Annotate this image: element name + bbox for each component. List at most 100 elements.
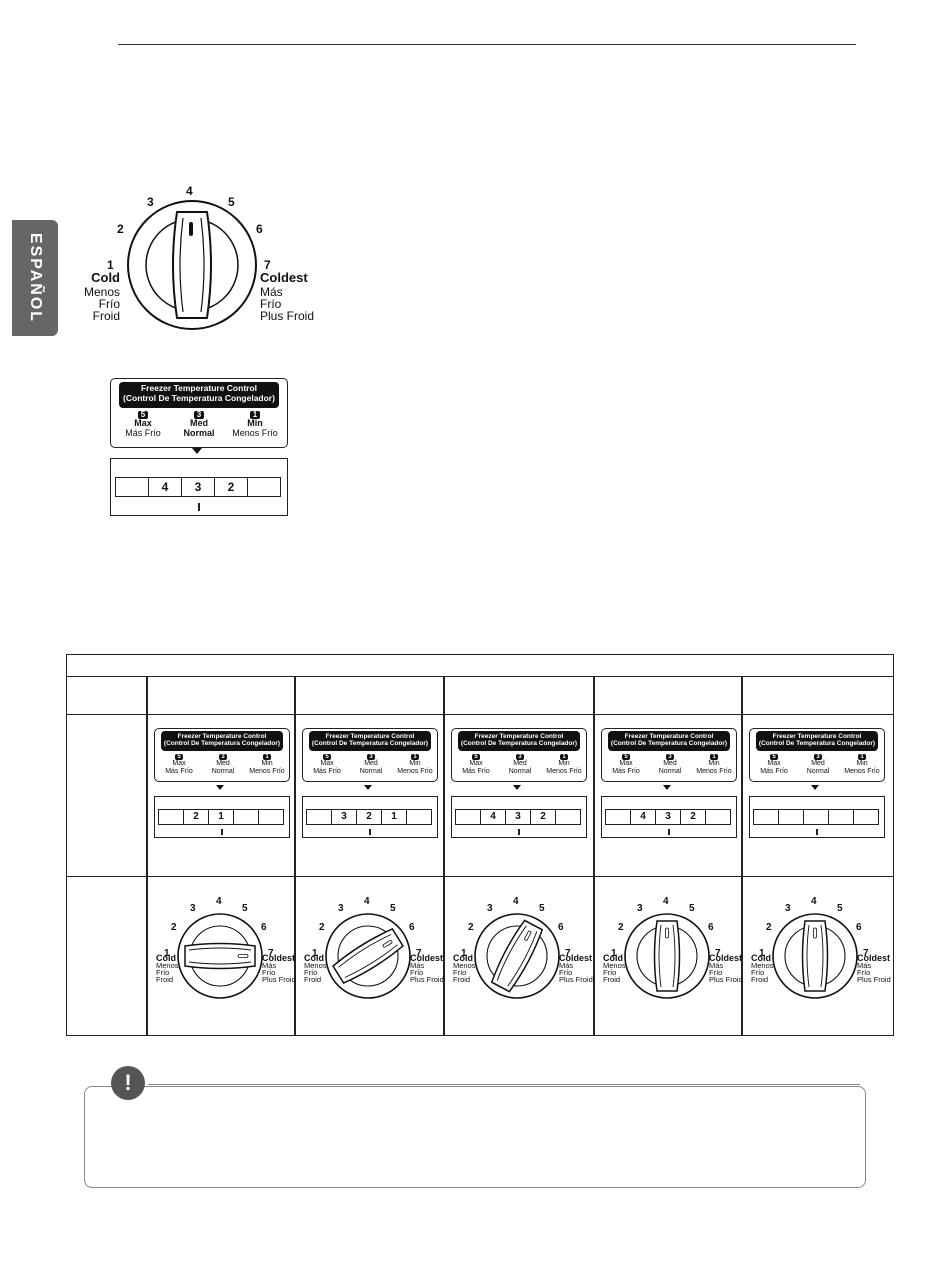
mini-strip-cell: 4 [630, 810, 655, 824]
mini-strip-cell: 3 [655, 810, 680, 824]
panel-header-subtitle: (Control De Temperatura Congelador) [123, 392, 275, 403]
mini-level-label: Max [469, 760, 483, 768]
level-min[interactable]: 1 Min Menos Frío [225, 410, 285, 438]
mini-dial-icon[interactable] [622, 908, 712, 1004]
level-med-label: Med [190, 418, 208, 429]
level-min-label: Min [247, 418, 263, 429]
mini-strip-cell [258, 810, 283, 824]
mini-level-code: 3 [367, 754, 375, 761]
table-row-rule-2 [66, 876, 894, 877]
table-col-rule [146, 676, 148, 1036]
mini-level-code: 1 [263, 754, 271, 761]
mini-control-panel: Freezer Temperature Control(Control De T… [451, 728, 587, 782]
mini-dial-cold-label: Cold [603, 953, 623, 963]
mini-panel-header: Freezer Temperature Control(Control De T… [161, 731, 283, 751]
mini-dial-number-4: 4 [811, 896, 817, 907]
mini-dial-cold-label: Cold [751, 953, 771, 963]
mini-dial-icon[interactable] [175, 908, 265, 1004]
mini-dial-number-7: 7 [863, 948, 869, 959]
mini-dial-coldest-sub: Frío [857, 968, 871, 977]
mini-dial-cold-sub: Froid [453, 975, 471, 984]
mini-level-code: 3 [814, 754, 822, 761]
mini-level-sub: Menos Frío [249, 767, 285, 775]
mini-level-sub: Más Frío [462, 767, 490, 775]
mini-control-panel: Freezer Temperature Control(Control De T… [154, 728, 290, 782]
mini-dial-number-4: 4 [364, 896, 370, 907]
mini-dial-number-7: 7 [416, 948, 422, 959]
mini-strip-cell [233, 810, 258, 824]
mini-strip-tick [369, 829, 371, 835]
mini-dial-number-3: 3 [487, 902, 493, 914]
mini-dial-icon[interactable] [472, 908, 562, 1004]
mini-dial-cold-sub: Froid [304, 975, 322, 984]
mini-indicator-arrow-icon [216, 785, 224, 790]
strip-tick [198, 503, 200, 511]
main-dial-icon[interactable] [124, 190, 260, 340]
mini-strip-cell [754, 810, 778, 824]
mini-dial-coldest-sub: Frío [559, 968, 573, 977]
freezer-control-panel: Freezer Temperature Control (Control De … [110, 378, 288, 448]
table-header-rule [66, 676, 894, 677]
table-col-rule [741, 676, 743, 1036]
mini-level-code: 3 [666, 754, 674, 761]
mini-dial-icon[interactable] [770, 908, 860, 1004]
mini-strip-cell [803, 810, 828, 824]
mini-dial-number-4: 4 [216, 896, 222, 907]
dial-coldest-sub-3: Plus Froid [260, 309, 315, 323]
strip-cell [247, 478, 280, 496]
mini-level-sub: Normal [508, 767, 532, 775]
mini-dial-coldest-label: Coldest [709, 953, 743, 963]
mini-level-code: 5 [323, 754, 331, 761]
mini-level-sub: Normal [806, 767, 830, 775]
mini-dial-cold-sub: Menos [304, 961, 327, 970]
mini-dial-cold-sub: Menos [156, 961, 179, 970]
dial-cold-sub-1: Menos [83, 285, 120, 299]
level-max-label: Max [134, 418, 152, 429]
mini-strip-cell: 3 [331, 810, 356, 824]
mini-dial-cold-sub: Froid [603, 975, 621, 984]
mini-strip-cell [456, 810, 480, 824]
mini-dial-icon[interactable] [323, 908, 413, 1004]
mini-dial-coldest-label: Coldest [559, 953, 593, 963]
mini-strip-tick [816, 829, 818, 835]
mini-dial-number-2: 2 [765, 922, 772, 933]
level-med[interactable]: 3 Med Normal [169, 410, 229, 438]
dial-number-5: 5 [228, 195, 235, 209]
mini-dial-cold-label: Cold [156, 953, 176, 963]
mini-strip-cell [606, 810, 630, 824]
level-min-code: 1 [249, 410, 261, 420]
temperature-strip: 4 3 2 [110, 458, 288, 516]
level-max[interactable]: 5 Max Más Frío [113, 410, 173, 438]
mini-dial-number-5: 5 [837, 902, 843, 914]
table-col-rule [443, 676, 445, 1036]
note-icon: ! [111, 1066, 145, 1100]
mini-temperature-strip [749, 796, 885, 838]
mini-level-sub: Menos Frío [546, 767, 582, 775]
mini-dial-number-5: 5 [689, 902, 695, 914]
mini-panel-subtitle: (Control De Temperatura Congelador) [163, 740, 281, 748]
table-row-rule-1 [66, 714, 894, 715]
mini-panel-title: Freezer Temperature Control [325, 733, 415, 740]
mini-panel-subtitle: (Control De Temperatura Congelador) [460, 740, 578, 748]
mini-dial-cold-label: Cold [453, 953, 473, 963]
level-max-code: 5 [137, 410, 149, 420]
mini-dial-coldest-label: Coldest [262, 953, 296, 963]
mini-strip-tick [518, 829, 520, 835]
